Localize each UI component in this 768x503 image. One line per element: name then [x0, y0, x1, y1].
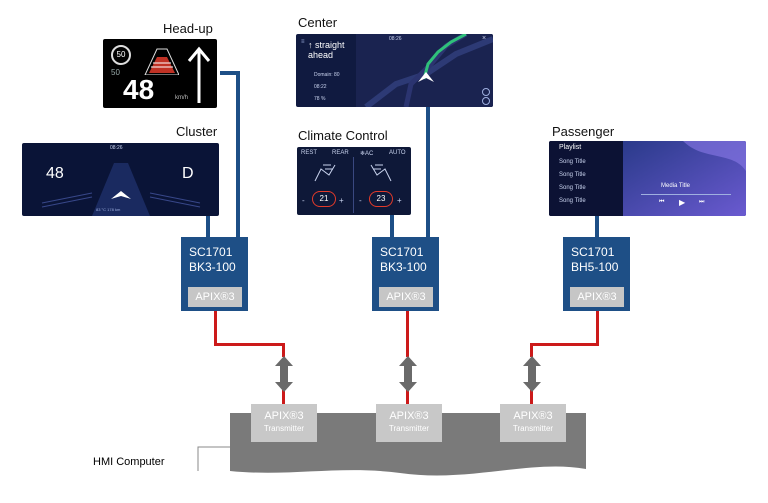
right-plus-button[interactable]: + [397, 196, 402, 205]
passenger-wire [595, 216, 599, 239]
straight-arrow-icon [187, 46, 211, 103]
link-1-horizontal [214, 343, 285, 346]
cluster-road-graphic [41, 163, 201, 216]
right-minus-button[interactable]: - [359, 196, 362, 205]
cluster-gear: D [182, 165, 194, 182]
climate-rest[interactable]: REST [301, 150, 318, 156]
transmitter-1-sub: Transmitter [263, 424, 305, 433]
up-arrow-icon: ↑ [308, 40, 313, 50]
link-1-drop [214, 311, 217, 346]
close-icon[interactable]: × [482, 35, 487, 42]
transmitter-1: APIX®3 Transmitter [251, 404, 317, 442]
climate-label: Climate Control [298, 128, 388, 143]
media-art [623, 141, 746, 216]
seat-fan-right-icon [370, 164, 392, 182]
left-plus-button[interactable]: + [339, 196, 344, 205]
center-screen: ≡ 08:26 × ↑ straight ahead Domain: 80 08… [296, 34, 493, 107]
headup-speed: 48 [123, 74, 155, 105]
nav-eta: 08:22 [314, 84, 327, 90]
passenger-label: Passenger [552, 124, 615, 139]
transmitter-3-sub: Transmitter [512, 424, 554, 433]
song-item-1[interactable]: Song Title [559, 159, 586, 165]
right-temp-dial[interactable]: 23 [369, 191, 393, 207]
speed-limit-sign: 50 [111, 45, 131, 65]
center-wire [426, 105, 430, 239]
cluster-time: 08:26 [110, 145, 123, 151]
media-progress[interactable] [641, 194, 731, 195]
climate-ac[interactable]: ❄AC [360, 151, 374, 157]
lane-warning-icon [144, 48, 179, 75]
headup-screen: 50 50 48 km/h [103, 39, 217, 108]
center-label: Center [298, 15, 338, 30]
headup-unit: km/h [175, 95, 189, 101]
song-item-3[interactable]: Song Title [559, 185, 586, 191]
play-icon[interactable]: ▶ [679, 198, 686, 207]
climate-auto[interactable]: AUTO [389, 150, 406, 156]
transmitter-3: APIX®3 Transmitter [500, 404, 566, 442]
cluster-screen: 08:26 48 D 83 °C 178 km [22, 143, 219, 216]
song-item-4[interactable]: Song Title [559, 198, 586, 204]
transmitter-2-sub: Transmitter [388, 424, 430, 433]
playlist-panel [549, 141, 623, 216]
link-2-down [406, 390, 409, 405]
nav-percent: 78 % [314, 96, 326, 102]
nav-direction: ↑ straight ahead [308, 40, 358, 60]
center-time: 08:26 [389, 36, 402, 42]
menu-icon[interactable]: ≡ [301, 39, 305, 45]
next-icon[interactable]: ⏭ [699, 199, 705, 205]
prev-icon[interactable]: ⏮ [659, 199, 665, 205]
link-1-down [282, 390, 285, 405]
nav-direction-text: straight ahead [308, 40, 345, 60]
zoom-out-icon[interactable] [482, 97, 490, 105]
bidirectional-arrow-icon [399, 356, 417, 392]
transmitter-2-name: APIX®3 [389, 410, 429, 422]
song-item-2[interactable]: Song Title [559, 172, 586, 178]
hmi-label: HMI Computer [93, 456, 165, 468]
zoom-in-icon[interactable] [482, 88, 490, 96]
link-3-down [530, 390, 533, 405]
board-3-apix-chip: APIX®3 [570, 287, 624, 307]
passenger-screen: Playlist Song Title Song Title Song Titl… [549, 141, 746, 216]
cluster-wire [206, 216, 210, 239]
link-3-drop [596, 311, 599, 346]
cluster-range: 83 °C 178 km [96, 207, 121, 212]
board-2-apix-chip: APIX®3 [379, 287, 433, 307]
climate-divider [353, 157, 354, 213]
board-1-apix-chip: APIX®3 [188, 287, 242, 307]
climate-screen: REST REAR ❄AC AUTO - 21 + - 23 + [297, 147, 411, 215]
bidirectional-arrow-icon [275, 356, 293, 392]
hmi-computer-block [230, 413, 586, 476]
headup-label: Head-up [163, 21, 213, 36]
playlist-title: Playlist [559, 144, 582, 151]
transmitter-2: APIX®3 Transmitter [376, 404, 442, 442]
link-3-up [530, 343, 533, 357]
navigation-map [356, 34, 493, 107]
climate-rear[interactable]: REAR [332, 150, 349, 156]
headup-wire [236, 71, 240, 239]
headup-wire-stub [220, 71, 240, 75]
cluster-label: Cluster [176, 124, 218, 139]
media-title: Media Title [661, 183, 691, 189]
transmitter-3-name: APIX®3 [513, 410, 553, 422]
nav-destination: Domain: 80 [314, 72, 340, 78]
climate-wire [390, 215, 394, 239]
seat-fan-left-icon [314, 164, 336, 182]
headup-small: 50 [111, 68, 120, 77]
cluster-speed: 48 [46, 165, 64, 182]
link-3-horizontal [530, 343, 599, 346]
left-minus-button[interactable]: - [302, 196, 305, 205]
link-2-drop [406, 311, 409, 357]
hmi-pointer-line [197, 446, 230, 471]
link-1-up [282, 343, 285, 357]
left-temp-dial[interactable]: 21 [312, 191, 336, 207]
transmitter-1-name: APIX®3 [264, 410, 304, 422]
bidirectional-arrow-icon [523, 356, 541, 392]
